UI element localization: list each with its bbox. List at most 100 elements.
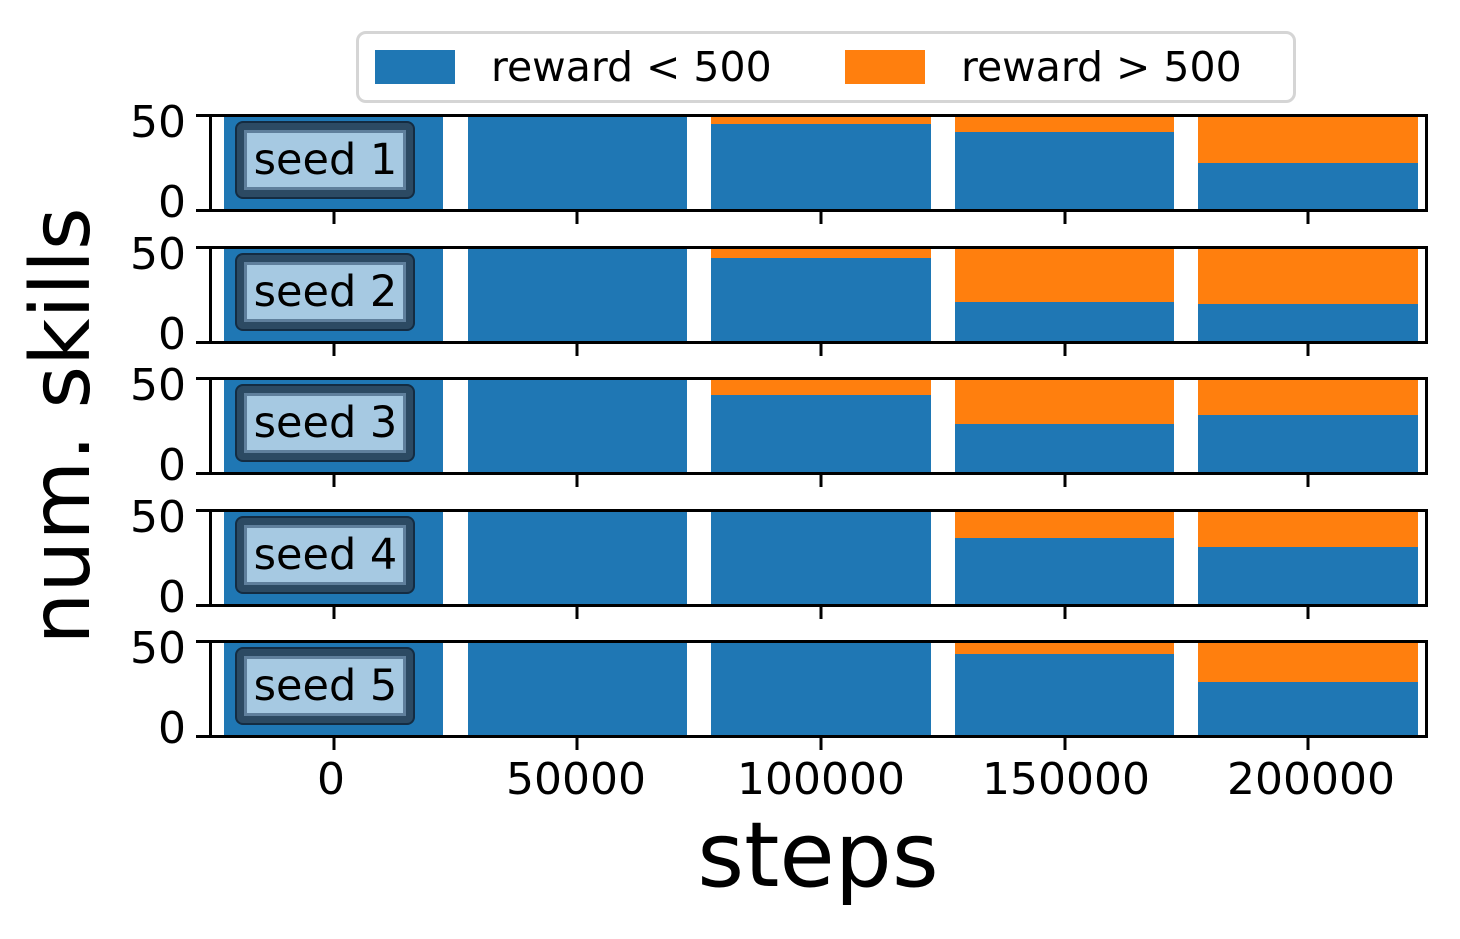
x-tick-mark [1063,475,1066,487]
y-tick-label-50: 50 [130,623,186,674]
subplot-seed-2: 50 0 seed 2 [130,233,1428,357]
x-tick-mark [819,475,823,487]
bar-segment-reward-gt-500 [954,643,1175,655]
y-tick-mark [196,735,209,738]
seed-label-box: seed 3 [237,386,414,460]
bar-segment-reward-lt-500 [711,643,931,735]
x-tick-mark [332,738,336,750]
y-tick-mark [196,604,209,607]
x-tick-mark [575,212,579,224]
subplot-seed-5: 50 0 seed 5 [130,627,1428,751]
y-tick-label-50: 50 [130,360,186,411]
x-axis-label: steps [697,803,939,908]
x-tick-label: 0 [317,754,345,805]
bar-segment-reward-lt-500 [711,512,931,604]
y-tick-label-0: 0 [158,572,186,623]
seed-label: seed 4 [253,529,398,580]
bar-segment-reward-lt-500 [467,643,687,735]
x-tick-label: 100000 [737,754,905,805]
bar-segment-reward-gt-500 [711,249,931,259]
x-tick-mark [1063,738,1066,750]
subplot-seed-3: 50 0 seed 3 [130,364,1428,488]
legend-label: reward > 500 [961,42,1242,91]
seed-label: seed 1 [253,134,398,185]
bar-segment-reward-lt-500 [467,380,687,472]
seed-label-box: seed 1 [237,123,414,197]
bar-segment-reward-gt-500 [1198,512,1418,547]
x-tick-mark [819,212,823,224]
bar-segment-reward-lt-500 [711,258,931,341]
bar-segment-reward-lt-500 [954,537,1175,604]
bar-segment-reward-gt-500 [954,249,1175,303]
x-tick-mark [1063,344,1066,356]
bars-container [212,117,1425,209]
y-tick-label-50: 50 [130,229,186,280]
y-tick-mark [196,209,209,212]
bar-segment-reward-gt-500 [1198,117,1418,163]
seed-label-box: seed 2 [237,255,414,329]
y-tick-mark [196,472,209,475]
bar-segment-reward-gt-500 [954,117,1175,132]
x-tick-mark [332,607,336,619]
seed-label-box: seed 5 [237,649,414,723]
bar-segment-reward-lt-500 [467,512,687,604]
legend-label: reward < 500 [491,42,772,91]
y-tick-mark [196,377,209,380]
x-tick-mark [819,607,823,619]
x-tick-mark [819,738,823,750]
seed-label: seed 2 [253,266,398,317]
y-tick-label-0: 0 [158,703,186,754]
bars-container [212,380,1425,472]
x-tick-mark [575,344,579,356]
bar-segment-reward-lt-500 [1198,163,1418,209]
x-tick-mark [575,738,579,750]
seed-label: seed 3 [253,397,398,448]
bar-segment-reward-lt-500 [954,131,1175,209]
legend-swatch-orange-icon [845,50,925,84]
y-tick-label-0: 0 [158,440,186,491]
x-tick-mark [332,475,336,487]
x-tick-mark [1306,738,1310,750]
bar-segment-reward-gt-500 [1198,643,1418,682]
y-tick-mark [196,246,209,249]
bar-segment-reward-lt-500 [711,394,931,472]
bar-segment-reward-gt-500 [711,380,931,395]
y-tick-label-50: 50 [130,492,186,543]
bar-segment-reward-lt-500 [711,124,931,209]
legend: reward < 500 reward > 500 [356,31,1296,103]
bar-segment-reward-gt-500 [954,380,1175,425]
bar-segment-reward-lt-500 [1198,546,1418,604]
y-tick-mark [196,114,209,117]
bar-segment-reward-gt-500 [1198,249,1418,305]
y-axis-label: num. skills [14,207,109,645]
x-tick-label: 150000 [982,754,1150,805]
bar-segment-reward-lt-500 [467,117,687,209]
y-tick-label-50: 50 [130,97,186,148]
bar-segment-reward-lt-500 [954,424,1175,472]
x-tick-mark [1063,212,1066,224]
legend-item-reward-lt-500: reward < 500 [375,42,845,91]
subplot-seed-4: 50 0 seed 4 [130,496,1428,620]
x-tick-label: 200000 [1227,754,1395,805]
legend-swatch-blue-icon [375,50,455,84]
y-tick-label-0: 0 [158,309,186,360]
bar-segment-reward-lt-500 [467,249,687,341]
x-tick-mark [575,607,579,619]
bar-segment-reward-lt-500 [954,302,1175,341]
x-tick-labels: 0 50000 100000 150000 200000 [0,758,1460,808]
y-tick-mark [196,509,209,512]
subplot-seed-1: 50 0 seed 1 [130,101,1428,225]
seed-label: seed 5 [253,660,398,711]
y-tick-mark [196,640,209,643]
x-tick-mark [1306,475,1310,487]
y-tick-mark [196,341,209,344]
x-tick-mark [575,475,579,487]
x-tick-mark [1063,607,1066,619]
x-tick-mark [332,212,336,224]
x-tick-mark [332,344,336,356]
x-tick-mark [819,344,823,356]
bar-segment-reward-lt-500 [1198,414,1418,472]
y-tick-label-0: 0 [158,177,186,228]
x-tick-mark [1306,344,1310,356]
